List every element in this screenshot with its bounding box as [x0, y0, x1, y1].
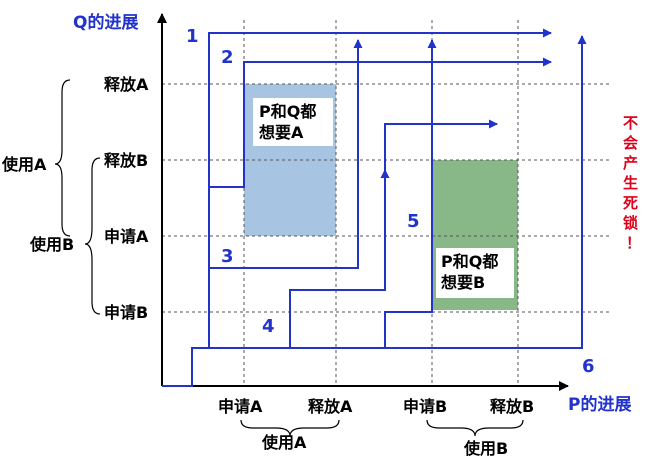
path-number-2: 2 — [221, 47, 234, 68]
q-tick-release-a: 释放A — [104, 75, 149, 94]
region-b-label-line1: P和Q都 — [441, 252, 498, 271]
path-number-4: 4 — [262, 316, 275, 337]
region-a-label-box — [253, 98, 333, 146]
path-number-1: 1 — [186, 26, 199, 47]
region-b-label-line2: 想要B — [440, 273, 485, 292]
left-brace-use-a-label: 使用A — [1, 155, 47, 174]
path-3 — [209, 39, 363, 269]
bottom-brace-use-b-label: 使用B — [463, 439, 508, 458]
q-tick-request-b: 申请B — [104, 303, 148, 322]
path-number-3: 3 — [221, 246, 234, 267]
region-a-label-line1: P和Q都 — [259, 102, 316, 121]
region-b-label-box — [436, 248, 514, 298]
path-1 — [162, 28, 552, 387]
left-brace-use-b-label: 使用B — [29, 235, 74, 254]
bottom-brace-use-a-label: 使用A — [261, 433, 307, 452]
left-brace-use-a — [54, 79, 71, 237]
path-5 — [384, 39, 437, 348]
side-note-char: 不 — [623, 114, 638, 132]
bottom-brace-use-a — [240, 419, 340, 437]
p-tick-request-a: 申请A — [218, 397, 263, 416]
path-number-6: 6 — [582, 356, 595, 377]
path-number-5: 5 — [407, 211, 420, 232]
side-note-char: 死 — [623, 194, 638, 212]
q-tick-release-b: 释放B — [104, 151, 148, 170]
side-note-char: 会 — [623, 134, 638, 152]
path-6 — [209, 35, 587, 349]
no-deadlock-note: 不 会 产 生 死 锁 ！ — [623, 114, 641, 252]
side-note-char: 锁 — [623, 214, 638, 232]
region-a-label-line2: 想要A — [258, 123, 304, 142]
path-2 — [209, 57, 552, 188]
grid-lines — [162, 20, 612, 386]
p-tick-release-b: 释放B — [490, 397, 534, 416]
side-note-char: 产 — [623, 154, 638, 172]
y-axis-title: Q的进展 — [73, 12, 138, 33]
q-tick-request-a: 申请A — [104, 227, 149, 246]
side-note-char: ！ — [626, 234, 641, 252]
path-5-branch — [384, 119, 498, 170]
p-tick-request-b: 申请B — [403, 397, 447, 416]
left-brace-use-b — [84, 157, 101, 315]
p-tick-release-a: 释放A — [308, 397, 353, 416]
bottom-brace-use-b — [426, 419, 524, 437]
side-note-char: 生 — [623, 174, 638, 192]
x-axis-title: P的进展 — [568, 394, 631, 415]
